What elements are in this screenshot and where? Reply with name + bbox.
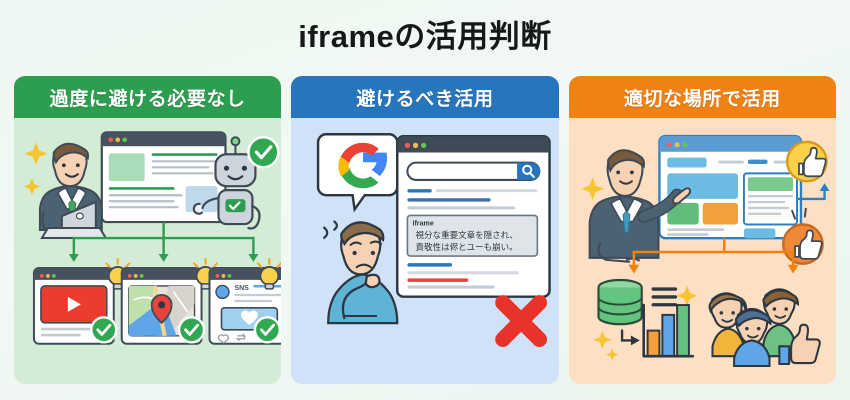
- window-maximize-dot: [122, 137, 128, 143]
- sparkle-icon: [593, 285, 698, 361]
- sparkle-lines: [790, 207, 807, 220]
- window-close-dot: [666, 142, 672, 148]
- check-circle-icon: [253, 316, 282, 344]
- flow-connectors: [72, 222, 255, 254]
- map-embed-card[interactable]: [120, 257, 218, 345]
- iframe-box-line-1: 視分な重要文章を隠され、: [416, 230, 518, 241]
- transform-arrow-icon: [620, 329, 635, 342]
- database-icon: [597, 278, 643, 326]
- panel-body-usage-to-avoid: iframe 視分な重要文章を隠され、 責敬性は侭とユーも崩い。: [291, 118, 559, 384]
- arrow-head-icon: [68, 253, 259, 262]
- window-minimize-dot: [413, 142, 419, 149]
- window-minimize-dot: [115, 137, 121, 143]
- thumbs-up-icon: [793, 245, 800, 258]
- panel-body-no-need-to-avoid: SNS: [14, 118, 282, 384]
- search-button[interactable]: [517, 162, 541, 180]
- window-close-dot: [405, 142, 411, 149]
- iframe-box-label: iframe: [413, 220, 434, 228]
- search-icon: [522, 164, 536, 178]
- lightbulb-icon: [256, 257, 282, 290]
- browser-window-search-results[interactable]: iframe 視分な重要文章を隠され、 責敬性は侭とユーも崩い。: [396, 135, 552, 298]
- panel-row: 過度に避ける必要なし: [14, 76, 836, 384]
- sparkle-icon: [580, 177, 604, 201]
- laptop-icon: [40, 200, 108, 240]
- iframe-box-line-2: 責敬性は侭とユーも崩い。: [416, 242, 518, 253]
- window-maximize-dot: [682, 142, 688, 148]
- window-maximize-dot: [421, 142, 427, 149]
- scene-use-in-right-place: [569, 118, 836, 384]
- scene-usage-to-avoid: iframe 視分な重要文章を隠され、 責敬性は侭とユーも崩い。: [291, 118, 558, 384]
- thumbs-up-icon: [797, 162, 804, 176]
- heart-icon: [240, 310, 258, 325]
- panel-header-usage-to-avoid: 避けるべき活用: [291, 76, 559, 118]
- google-logo-icon: [338, 142, 388, 189]
- flow-connectors: [632, 238, 795, 266]
- avatar: [215, 284, 230, 300]
- panel-use-in-right-place[interactable]: 適切な場所で活用: [568, 76, 836, 384]
- sns-embed-card[interactable]: SNS: [208, 257, 282, 345]
- browser-window-content-page[interactable]: [100, 131, 227, 224]
- google-speech-bubble: [317, 133, 399, 213]
- search-result-lines: [407, 189, 538, 210]
- iframe-content-box: iframe 視分な重要文章を隠され、 責敬性は侭とユーも崩い。: [406, 214, 539, 257]
- thumbs-up-icon: [777, 323, 821, 366]
- panel-usage-to-avoid[interactable]: 避けるべき活用: [291, 76, 559, 384]
- person-icon: [732, 307, 772, 368]
- panel-no-need-to-avoid[interactable]: 過度に避ける必要なし: [14, 76, 282, 384]
- friendly-robot-icon: [192, 136, 261, 230]
- check-circle-icon: [247, 136, 280, 169]
- sns-label: SNS: [234, 285, 249, 292]
- thumbs-up-badge-yellow: [785, 140, 828, 183]
- page-title: iframeの活用判断: [298, 19, 552, 54]
- scene-no-need-to-avoid: SNS: [14, 118, 282, 384]
- arrow-head-icon: [819, 183, 830, 192]
- check-circle-icon: [177, 316, 206, 344]
- database-chart-group: [593, 278, 698, 361]
- map-pin-icon: [150, 293, 173, 325]
- embedded-iframe-panel[interactable]: [742, 172, 798, 226]
- presenter-pointing-figure: [588, 149, 691, 263]
- worried-person-figure: [323, 220, 399, 325]
- youtube-embed-card[interactable]: [32, 257, 131, 345]
- check-circle-icon: [90, 316, 118, 344]
- panel-body-use-in-right-place: [568, 118, 836, 384]
- sparkle-icon: [23, 142, 48, 195]
- arrow-head-icon: [630, 335, 640, 346]
- panel-header-use-in-right-place: 適切な場所で活用: [568, 76, 836, 118]
- window-close-dot: [108, 137, 114, 143]
- search-result-lines-lower: [407, 263, 520, 289]
- window-minimize-dot: [674, 142, 680, 148]
- happy-users-group: [708, 288, 821, 368]
- sweat-drop-icon: [323, 220, 339, 239]
- panel-header-no-need-to-avoid: 過度に避ける必要なし: [14, 76, 282, 118]
- list-lines-icon: [651, 287, 677, 307]
- businessman-with-laptop-figure: [38, 142, 108, 240]
- bar-chart-icon: [642, 303, 694, 358]
- browser-window-dashboard[interactable]: [657, 134, 802, 240]
- red-cross-icon: [495, 295, 548, 347]
- person-icon: [708, 292, 747, 358]
- arrow-head-icon: [628, 264, 799, 274]
